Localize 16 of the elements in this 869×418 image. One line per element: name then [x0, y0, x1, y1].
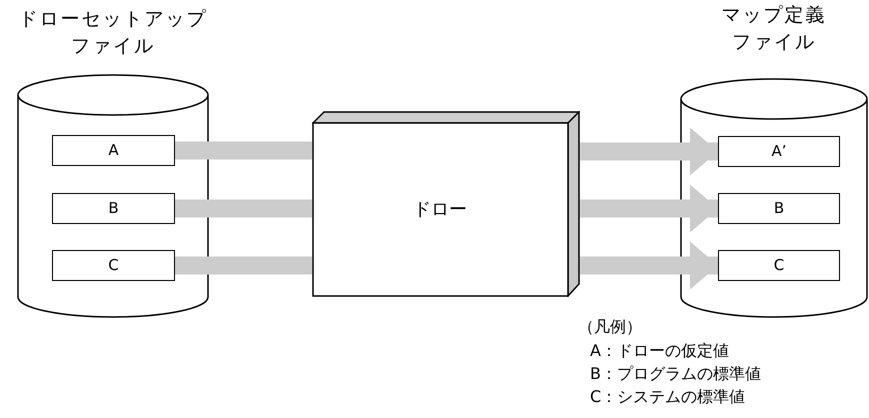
file-heading: マップ定義ファイル	[720, 3, 828, 55]
file-heading: ドローセットアップファイル	[18, 7, 208, 59]
legend-text: （凡例）	[578, 316, 642, 338]
value-box: C	[52, 250, 175, 281]
arrow	[580, 128, 718, 176]
legend-text: C：システムの標準値	[590, 386, 746, 408]
legend-text: B：プログラムの標準値	[590, 363, 761, 385]
legend-text: A：ドローの仮定値	[590, 340, 729, 362]
value-box: A’	[718, 136, 840, 167]
value-box: B	[52, 193, 175, 224]
arrow	[580, 184, 718, 232]
value-box: C	[718, 250, 840, 281]
value-box: A	[52, 135, 175, 166]
arrow	[580, 242, 718, 290]
value-box: B	[718, 193, 840, 224]
process-label: ドロー	[412, 198, 468, 222]
